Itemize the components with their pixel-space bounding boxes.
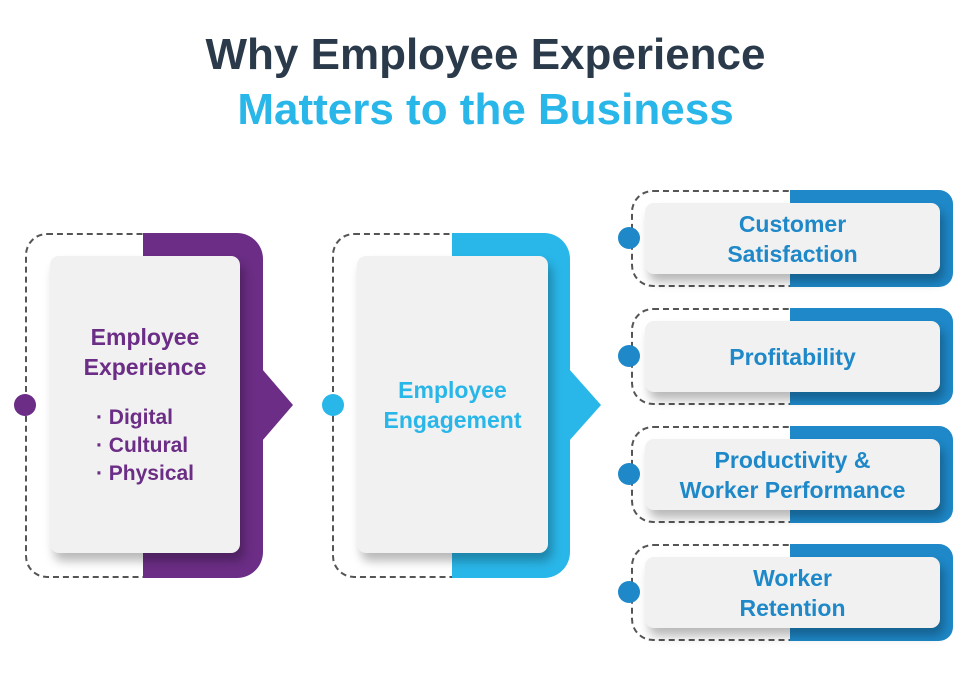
- outcome-card: Profitability: [645, 321, 940, 392]
- outcome-line-2: Satisfaction: [727, 240, 858, 267]
- engagement-card: Employee Engagement: [357, 256, 548, 553]
- arrow-icon: [569, 369, 601, 441]
- experience-card: Employee Experience · Digital · Cultural…: [50, 256, 240, 553]
- outcome-line-1: Worker: [753, 564, 832, 591]
- outcome-line-1: Customer: [738, 210, 847, 237]
- arrow-icon: [262, 369, 293, 441]
- experience-item: · Digital: [95, 405, 173, 429]
- title-line-1: Why Employee Experience: [205, 30, 766, 79]
- title-line-2: Matters to the Business: [237, 85, 734, 134]
- experience-title-1: Employee: [90, 323, 200, 350]
- outcome-dot: [618, 345, 640, 367]
- engagement-title-2: Engagement: [383, 406, 522, 433]
- outcome-dot: [618, 581, 640, 603]
- outcome-line-2: Retention: [739, 594, 846, 621]
- outcome-line-2: Worker Performance: [679, 476, 906, 503]
- outcome-dot: [618, 463, 640, 485]
- outcome-line-1: Profitability: [729, 343, 856, 370]
- experience-item: · Cultural: [95, 433, 189, 457]
- experience-dot: [14, 394, 36, 416]
- outcome-line-1: Productivity &: [714, 446, 871, 473]
- engagement-title-1: Employee: [398, 376, 507, 403]
- outcome-dot: [618, 227, 640, 249]
- experience-item: · Physical: [95, 461, 195, 485]
- engagement-dot: [322, 394, 344, 416]
- experience-title-2: Experience: [83, 353, 207, 380]
- outcome-card: Productivity & Worker Performance: [645, 439, 940, 510]
